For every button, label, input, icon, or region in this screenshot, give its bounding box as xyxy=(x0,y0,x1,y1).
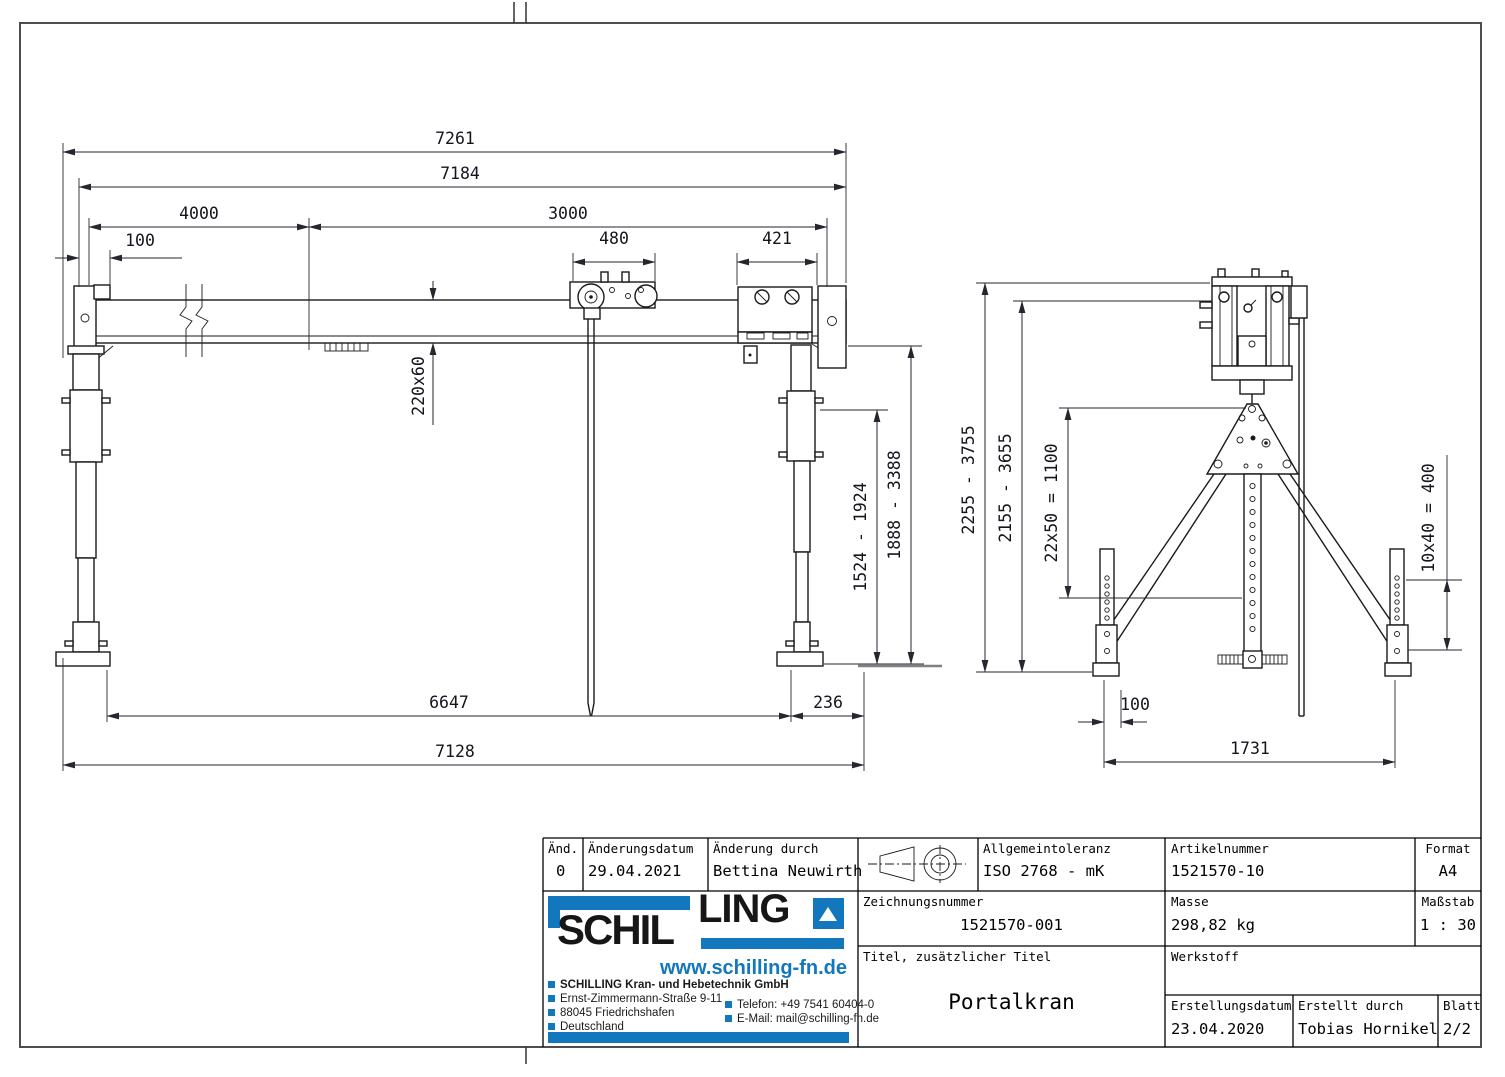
bullet-icon xyxy=(725,1001,732,1008)
right-post xyxy=(1384,548,1412,677)
beam-mount-plate xyxy=(324,342,369,352)
bullet-icon xyxy=(548,1023,555,1030)
field-mass-label: Masse xyxy=(1171,894,1209,909)
field-drawing-number-value: 1521570-001 xyxy=(960,916,1063,934)
field-revision-by-value: Bettina Neuwirth xyxy=(713,862,863,880)
field-scale-label: Maßstab xyxy=(1421,894,1475,909)
field-format-label: Format xyxy=(1425,841,1471,856)
dim-height-inner: 2155 - 3655 xyxy=(996,433,1015,542)
logo-brand-left: SCHIL xyxy=(557,906,675,953)
field-revision-date-value: 29.04.2021 xyxy=(588,862,682,880)
field-article-label: Artikelnummer xyxy=(1171,841,1269,856)
field-sheet-label: Blatt xyxy=(1443,998,1481,1013)
dim-beam-length: 7184 xyxy=(440,164,480,183)
dim-trolley-width: 480 xyxy=(599,229,629,248)
field-scale-value: 1 : 30 xyxy=(1420,916,1476,934)
left-leg xyxy=(55,284,114,667)
dim-span-right: 3000 xyxy=(548,204,588,223)
title-block-grid xyxy=(542,837,1481,1047)
side-view: 2255 - 3755 2155 - 3655 22x50 = 1100 10x… xyxy=(959,268,1462,768)
logo-bracket xyxy=(548,896,690,910)
logo-country-line: Deutschland xyxy=(548,1021,624,1033)
left-post xyxy=(1092,548,1120,677)
beam xyxy=(78,299,847,344)
dim-base-span: 6647 xyxy=(429,693,469,712)
splayed-legs xyxy=(1097,473,1407,650)
field-title-value: Portalkran xyxy=(948,990,1075,1014)
dim-hole-pattern-column: 22x50 = 1100 xyxy=(1042,443,1061,562)
bullet-icon xyxy=(548,981,555,988)
field-creation-date-label: Erstellungsdatum xyxy=(1171,998,1292,1013)
field-tolerance-value: ISO 2768 - mK xyxy=(983,862,1105,880)
field-material-label: Werkstoff xyxy=(1171,949,1239,964)
field-revision-date-label: Änderungsdatum xyxy=(588,841,694,856)
field-revision-by-label: Änderung durch xyxy=(713,841,819,856)
dim-end-offset: 100 xyxy=(125,231,155,250)
bullet-icon xyxy=(548,1009,555,1016)
field-drawing-number-label: Zeichnungsnummer xyxy=(863,894,984,909)
dim-base-width: 1731 xyxy=(1230,739,1270,758)
field-article-value: 1521570-10 xyxy=(1171,862,1265,880)
triangle-plate xyxy=(1205,394,1300,475)
projection-symbol xyxy=(868,845,966,883)
central-column xyxy=(1217,473,1288,669)
dim-total-length: 7261 xyxy=(435,129,475,148)
dim-leg-stroke: 1524 - 1924 xyxy=(851,482,870,591)
field-creation-date-value: 23.04.2020 xyxy=(1171,1020,1265,1038)
front-view: 7261 7184 4000 3000 100 480 421 xyxy=(55,129,942,771)
right-mount xyxy=(737,285,847,369)
field-revision-value: 0 xyxy=(556,862,566,880)
field-created-by-value: Tobias Hornikel xyxy=(1298,1020,1438,1038)
trolley xyxy=(569,271,658,717)
bullet-icon xyxy=(725,1015,732,1022)
right-foot xyxy=(776,651,824,667)
logo-email-line: E-Mail: mail@schilling-fn.de xyxy=(725,1013,879,1025)
dim-beam-section: 220x60 xyxy=(409,356,428,416)
bullet-icon xyxy=(548,995,555,1002)
dim-span-left: 4000 xyxy=(179,204,219,223)
field-sheet-value: 2/2 xyxy=(1443,1020,1471,1038)
logo-city-line: 88045 Friedrichshafen xyxy=(548,1007,674,1019)
field-title-label: Titel, zusätzlicher Titel xyxy=(863,949,1052,964)
dim-mount-width: 421 xyxy=(762,229,792,248)
dim-height-total: 2255 - 3755 xyxy=(959,425,978,534)
field-format-value: A4 xyxy=(1438,862,1458,880)
side-view-dimensions: 2255 - 3755 2155 - 3655 22x50 = 1100 10x… xyxy=(959,282,1462,768)
dim-foot-offset: 100 xyxy=(1120,695,1150,714)
logo-website: www.schilling-fn.de xyxy=(659,957,847,979)
logo-triangle-icon xyxy=(813,898,844,929)
page-frame xyxy=(19,22,1482,1048)
logo-phone-line: Telefon: +49 7541 60404-0 xyxy=(725,999,874,1011)
field-created-by-label: Erstellt durch xyxy=(1298,998,1404,1013)
front-view-dimensions: 7261 7184 4000 3000 100 480 421 xyxy=(55,129,924,771)
field-revision-label: Änd. xyxy=(548,841,579,856)
dim-base-right: 236 xyxy=(813,693,843,712)
field-mass-value: 298,82 kg xyxy=(1171,916,1255,934)
company-logo-block: SCHIL LING www.schilling-fn.de SCHILLING… xyxy=(543,887,879,1047)
dim-hole-pattern-post: 10x40 = 400 xyxy=(1419,463,1438,572)
left-foot xyxy=(55,651,111,667)
logo-street-line: Ernst-Zimmermann-Straße 9-11 xyxy=(548,993,722,1005)
trolley-assembly xyxy=(1199,268,1308,395)
dim-base-total: 7128 xyxy=(435,742,475,761)
field-tolerance-label: Allgemeintoleranz xyxy=(983,841,1111,856)
dim-height-range: 1888 - 3388 xyxy=(885,450,904,559)
logo-brand-right: LING xyxy=(698,887,791,931)
break-mark xyxy=(195,284,209,357)
break-mark xyxy=(179,284,193,357)
logo-company-line: SCHILLING Kran- und Hebetechnik GmbH xyxy=(548,979,789,991)
right-leg xyxy=(776,344,824,667)
